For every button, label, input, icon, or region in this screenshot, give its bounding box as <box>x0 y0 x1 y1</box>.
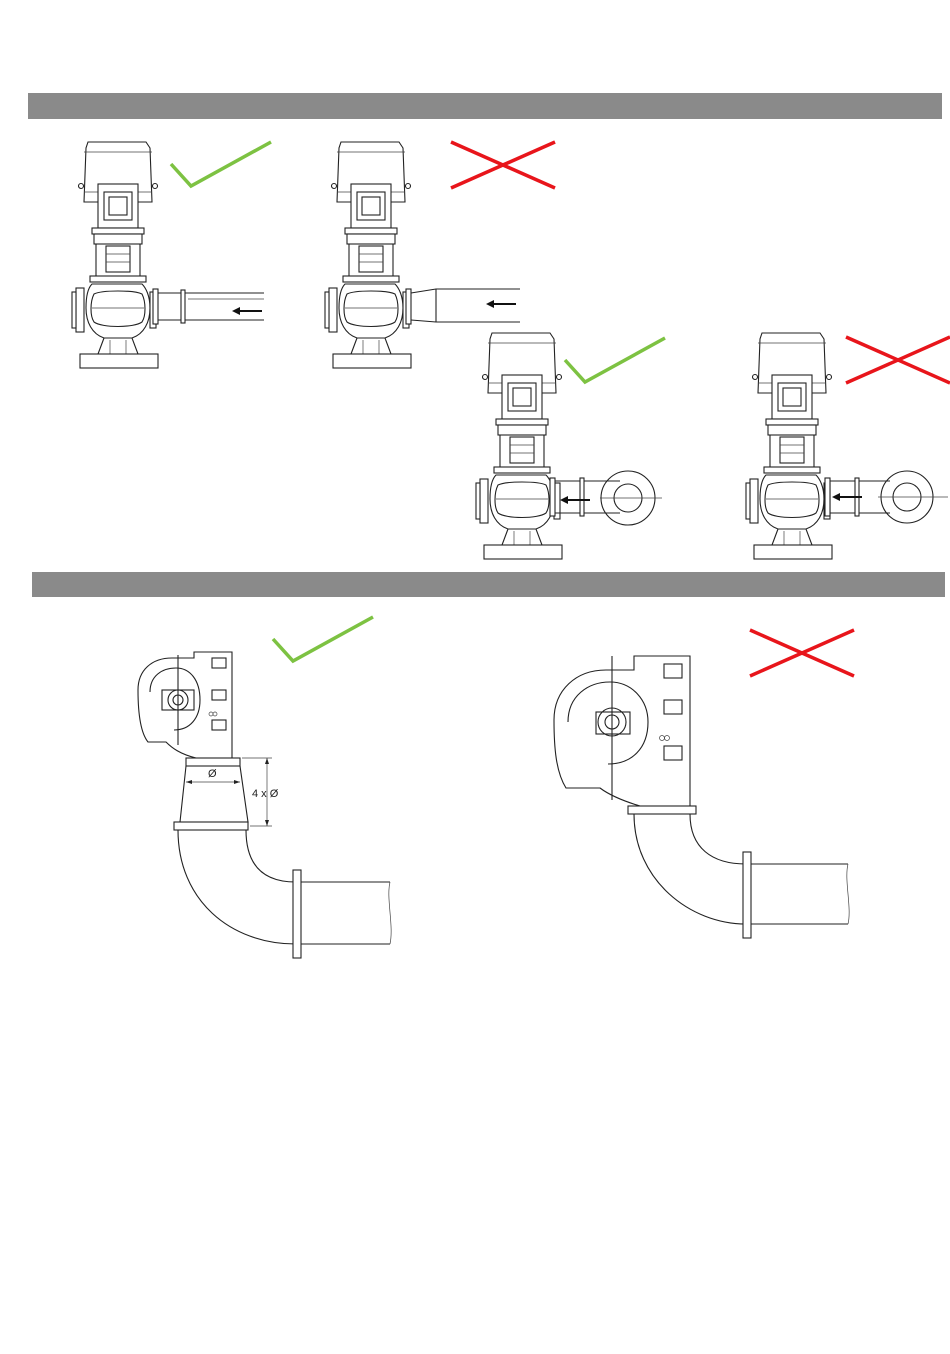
reducer-and-bend-correct <box>174 758 391 958</box>
inlet-pipe-straight-correct <box>153 289 264 324</box>
cross-mark-icon <box>451 142 555 188</box>
check-mark-icon <box>273 617 373 661</box>
pump-unit-taper-wrong <box>325 142 411 368</box>
check-mark-icon <box>171 142 271 186</box>
pump-unit-bend-wrong <box>746 333 832 559</box>
cross-mark-icon <box>846 337 950 383</box>
pump-plan-view-wrong <box>554 656 690 806</box>
flow-arrow-icon <box>486 300 516 308</box>
length-label: 4 x Ø <box>252 788 279 800</box>
diameter-label: Ø <box>208 768 217 780</box>
check-mark-icon <box>565 338 665 382</box>
pump-unit-straight-correct <box>72 142 158 368</box>
bend-direct-wrong <box>628 806 849 938</box>
cross-mark-icon <box>750 630 854 676</box>
flow-arrow-icon <box>232 307 262 315</box>
dimension-diameter: Ø <box>186 768 240 784</box>
flow-arrow-icon <box>560 496 590 504</box>
inlet-pipe-taper-wrong <box>406 289 520 324</box>
pump-plan-view-correct <box>138 652 232 758</box>
pump-unit-bend-correct <box>476 333 562 559</box>
